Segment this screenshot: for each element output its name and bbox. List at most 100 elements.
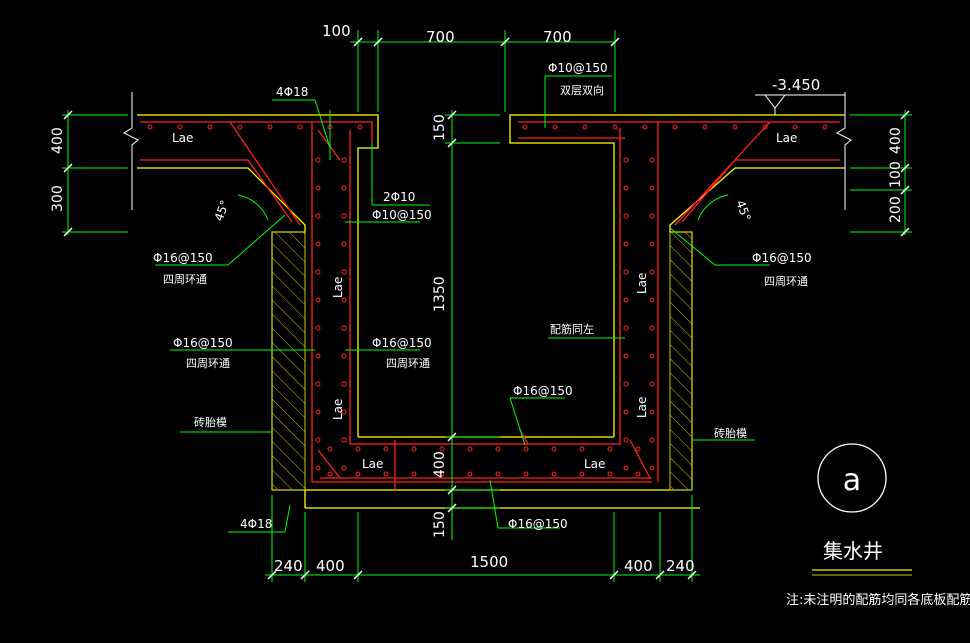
leader-lines [155,75,770,533]
rebar-dot [341,269,347,275]
rebar-labels: 4Φ18 Φ10@150 双层双向 2Φ10 Φ10@150 Φ16@150 四… [153,61,820,531]
label-elevation: -3.450 [772,76,820,94]
rebar-dot [341,325,347,331]
rebar-dot [341,213,347,219]
rebar-dot [267,124,273,130]
rebar-dot [383,446,389,452]
rebar-dot [623,381,629,387]
rebar-dot [355,446,361,452]
rebar-dot [702,124,708,130]
label-slab-bar-note: 双层双向 [560,83,604,97]
rebar-dot [355,471,361,477]
rebar-dot [439,446,445,452]
rebar-dot [341,465,347,471]
rebar-dot [649,241,655,247]
rebar-dot [439,471,445,477]
label-left-wall-bar: Φ16@150 [173,336,233,350]
dim-right-100: 100 [888,161,904,188]
rebar-dot [327,471,333,477]
dim-center-400: 400 [432,451,448,478]
label-pit-edge-dist: Φ10@150 [372,208,432,222]
rebar-dot [635,471,641,477]
label-right-haunch-note: 四周环通 [764,275,808,288]
label-angle-right: 45° [733,198,753,223]
lae-left-slab: Lae [172,131,193,145]
rebar-dot [822,124,828,130]
rebar-dot [649,437,655,443]
label-pit-edge-bar: 2Φ10 [383,190,415,204]
rebar-dot [635,446,641,452]
dim-center-1350: 1350 [432,276,448,312]
label-inner-wall-bar: Φ16@150 [372,336,432,350]
rebar-dot [579,471,585,477]
rebar-dot [315,409,321,415]
rebar-dot [551,446,557,452]
rebar-dot [467,446,473,452]
label-left-haunch-note: 四周环通 [163,273,207,286]
lae-bottom-right: Lae [584,457,605,471]
rebar-dot [177,124,183,130]
rebar-dot [552,124,558,130]
rebar-dot [357,124,363,130]
rebar-dot [579,446,585,452]
rebar-dot [792,124,798,130]
elevation-marker [755,94,845,115]
rebar-dot [551,471,557,477]
label-bottom-top-bar: Φ16@150 [513,384,573,398]
dimension-lines [62,30,912,582]
rebar-dot [649,409,655,415]
label-brick-left: 砖胎模 [194,415,227,429]
rebar-dot [623,241,629,247]
dim-bottom-240-b: 240 [666,557,695,575]
rebar-dot [315,157,321,163]
dim-bottom-400-b: 400 [624,557,653,575]
dim-right-400: 400 [888,127,904,154]
label-slab-bar: Φ10@150 [548,61,608,75]
rebar-dot [327,446,333,452]
lae-right-wall-lower: Lae [635,397,649,418]
rebar-dot [672,124,678,130]
rebar-dot [649,185,655,191]
rebar-dot [315,297,321,303]
label-same-as-left: 配筋同左 [550,322,594,336]
rebar-dot [383,471,389,477]
lae-left-wall-upper: Lae [331,277,345,298]
rebar-dot [732,124,738,130]
drawing-title: 集水井 [823,539,883,563]
rebar-dot [341,353,347,359]
rebar-dot [623,325,629,331]
rebar-dot [623,465,629,471]
rebar-dot [522,124,528,130]
rebar-dot [649,381,655,387]
rebar-dots [147,124,828,477]
label-left-haunch-bar: Φ16@150 [153,251,213,265]
dimension-ticks [63,37,910,580]
rebar [140,121,840,490]
rebar-dot [495,446,501,452]
rebar-dot [411,471,417,477]
rebar-dot [315,437,321,443]
rebar-dot [623,157,629,163]
label-brick-right: 砖胎模 [714,426,747,440]
rebar-dot [467,471,473,477]
label-main-bar-bottom: 4Φ18 [240,517,272,531]
label-main-bar-top: 4Φ18 [276,85,308,99]
dim-center-150-top: 150 [432,114,448,141]
rebar-dot [623,437,629,443]
rebar-dot [623,409,629,415]
section-mark: a [817,443,887,513]
rebar-dot [147,124,153,130]
rebar-dot [623,213,629,219]
rebar-dot [607,446,613,452]
rebar-dot [341,381,347,387]
rebar-dot [623,185,629,191]
dim-right-200: 200 [888,196,904,223]
rebar-dot [649,269,655,275]
label-left-wall-note: 四周环通 [186,357,230,370]
dim-center-150-bottom: 150 [432,511,448,538]
label-angle-left: 45° [212,198,232,223]
label-right-haunch-bar: Φ16@150 [752,251,812,265]
rebar-dot [341,297,347,303]
brick-formwork [271,231,693,491]
rebar-dot [523,446,529,452]
